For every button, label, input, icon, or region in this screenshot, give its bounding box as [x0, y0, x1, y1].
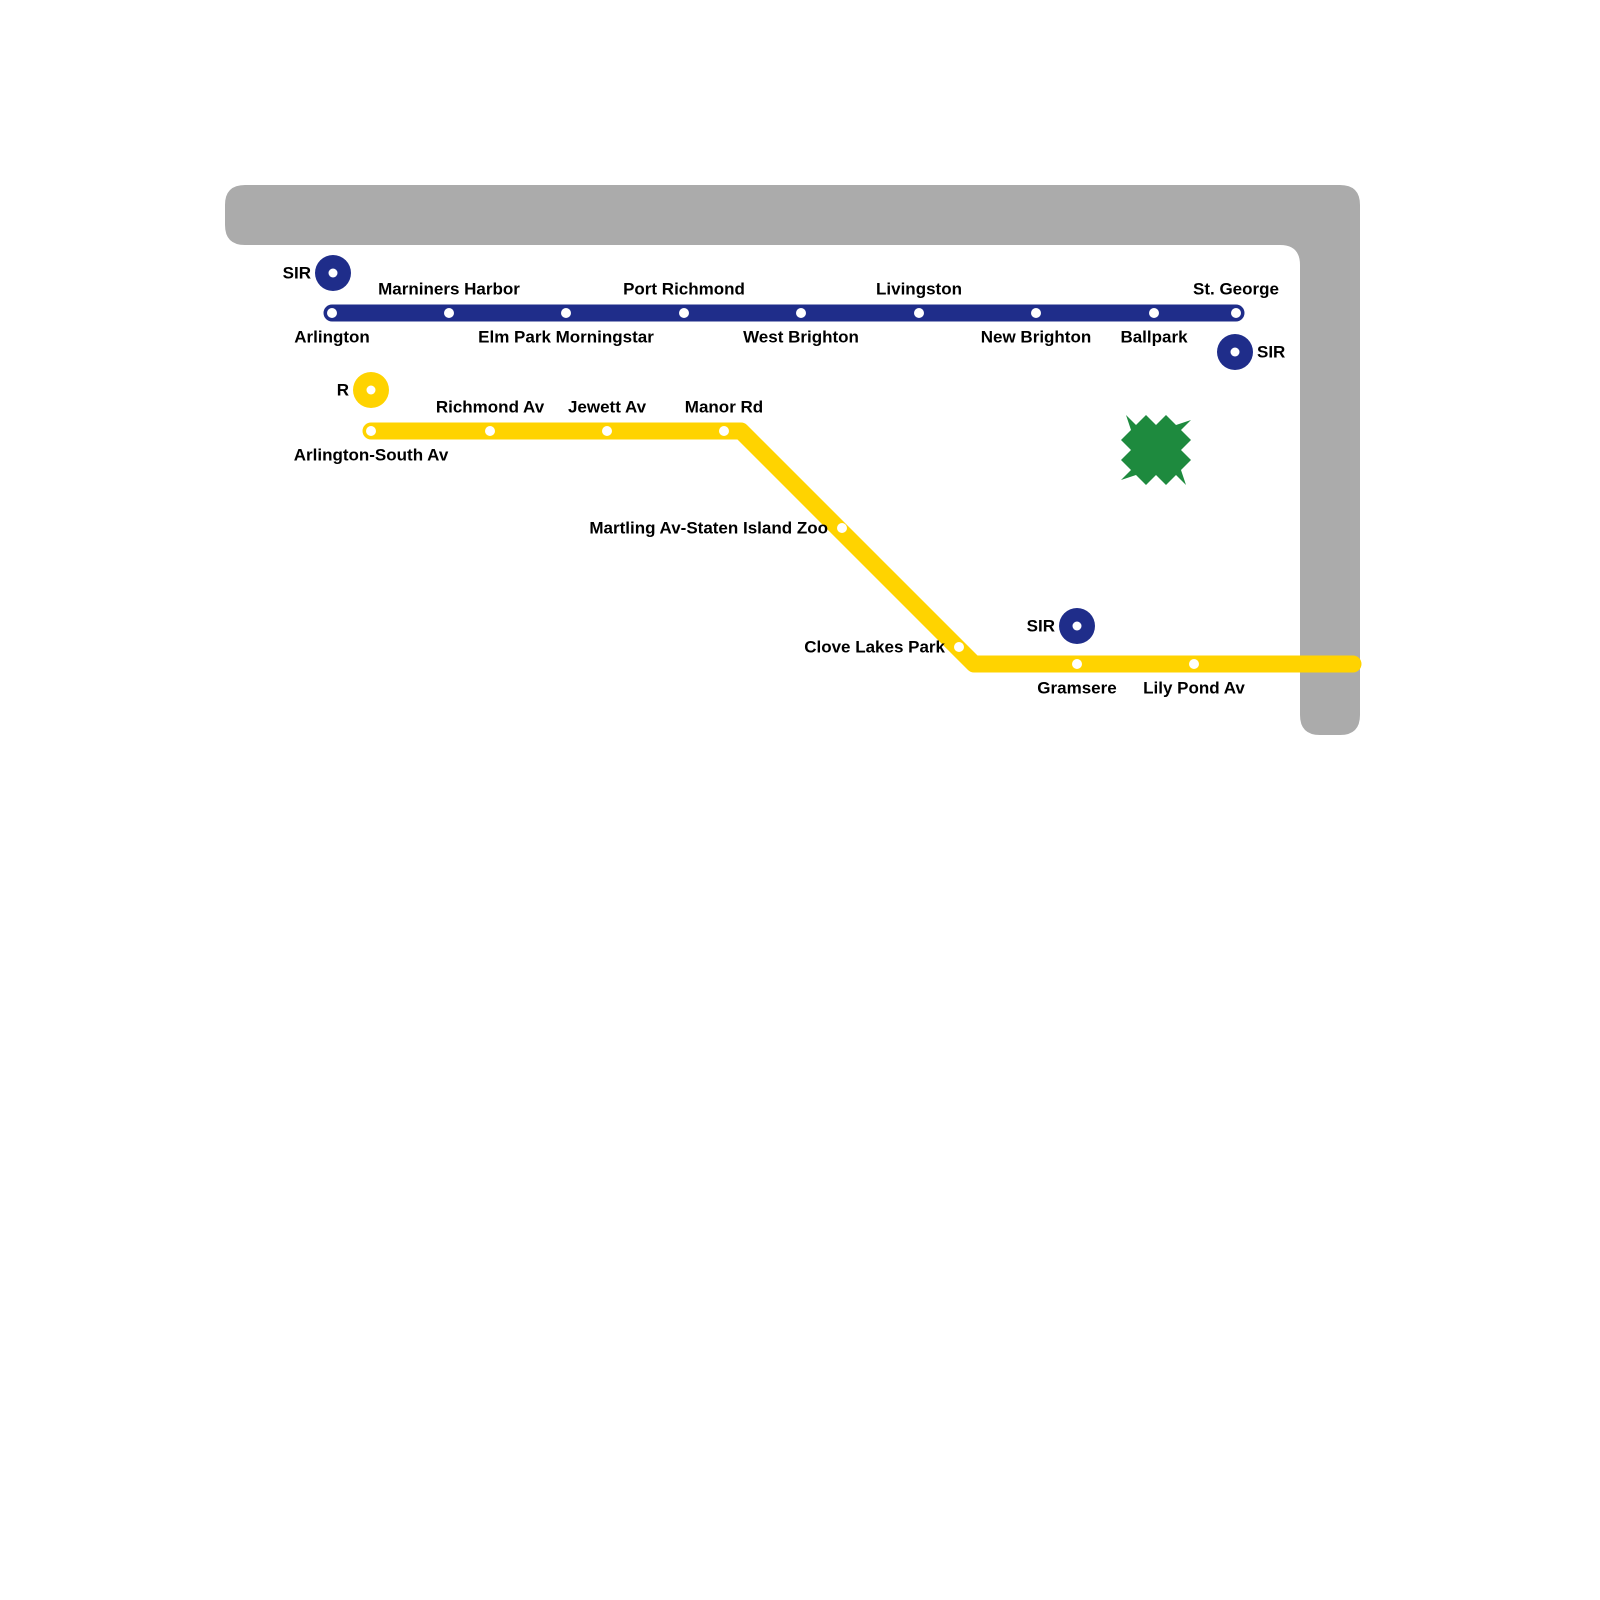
- route-bullet-dot-r-0: [366, 385, 376, 395]
- station-dot-gramsere: [1072, 659, 1082, 669]
- park-area: [1121, 415, 1191, 485]
- shoreline-frame: [225, 185, 1360, 735]
- station-dot-new-brighton: [1031, 308, 1041, 318]
- station-dot-arlington: [327, 308, 337, 318]
- station-dot-port-richmond: [679, 308, 689, 318]
- station-dot-elm-park-morningstar: [561, 308, 571, 318]
- station-dot-lily-pond-av: [1189, 659, 1199, 669]
- station-dot-jewett-av: [602, 426, 612, 436]
- route-bullet-dot-sir-0: [328, 268, 338, 278]
- route-bullet-dot-sir-1: [1230, 347, 1240, 357]
- route-bullet-dot-sir-2: [1072, 621, 1082, 631]
- route-r-line: [362, 422, 1362, 673]
- station-dot-west-brighton: [796, 308, 806, 318]
- station-dot-richmond-av: [485, 426, 495, 436]
- station-dot-marniners-harbor: [444, 308, 454, 318]
- station-dot-livingston: [914, 308, 924, 318]
- station-dot-manor-rd: [719, 426, 729, 436]
- station-dot-st-george: [1231, 308, 1241, 318]
- station-dot-ballpark: [1149, 308, 1159, 318]
- station-dot-clove-lakes-park: [954, 642, 964, 652]
- station-dot-arlington-south-av: [366, 426, 376, 436]
- station-dot-martling-av-staten-island-zoo: [837, 523, 847, 533]
